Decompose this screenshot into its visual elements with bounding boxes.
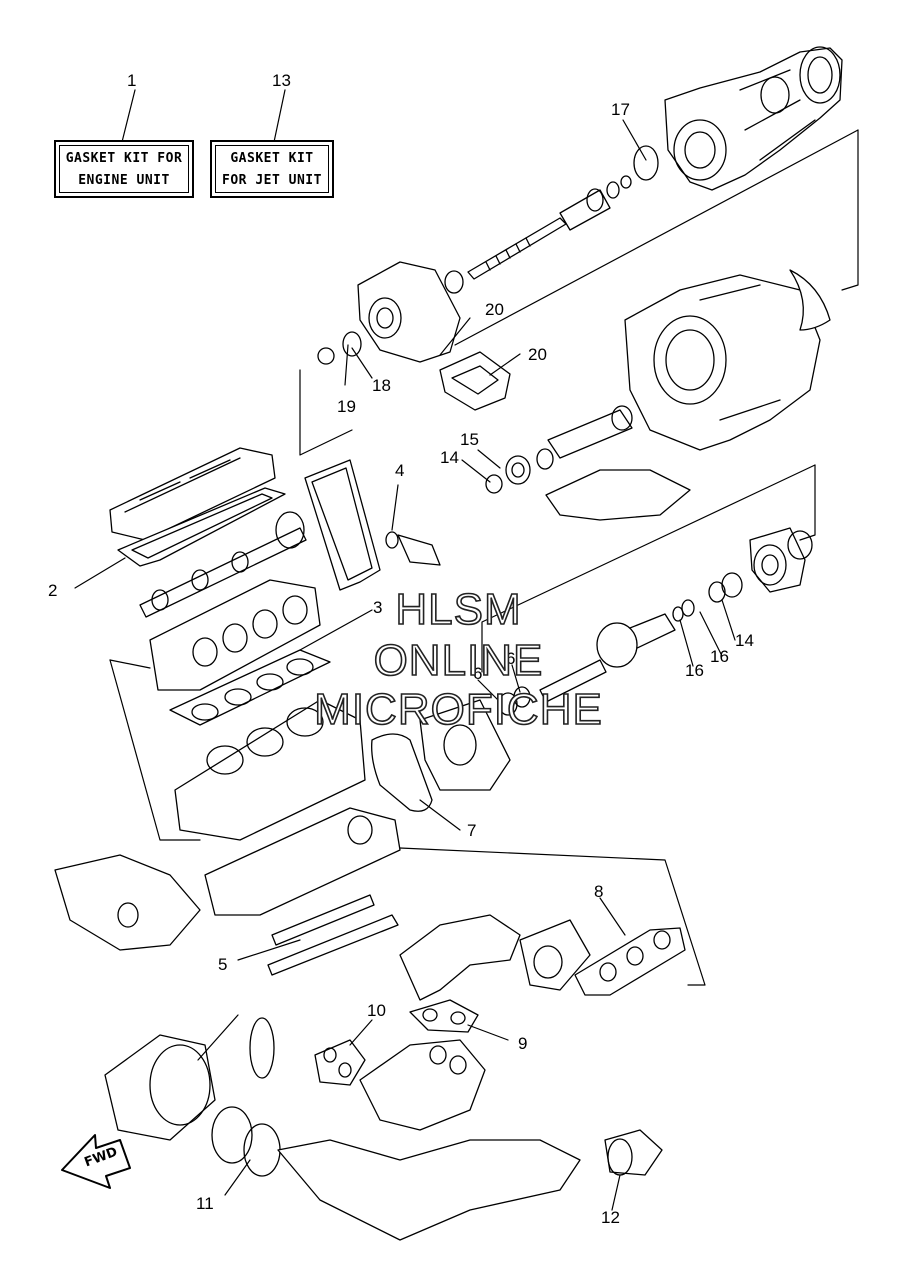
callout-6b: 6 bbox=[506, 649, 516, 668]
callout-16a: 16 bbox=[710, 647, 729, 666]
gasket-9 bbox=[409, 999, 479, 1033]
leader-lines bbox=[74, 89, 859, 1211]
valve-cover-gasket bbox=[117, 487, 286, 567]
camshaft bbox=[139, 511, 307, 618]
crankcase bbox=[204, 807, 401, 916]
callout-5: 5 bbox=[218, 955, 228, 974]
crankcase-cover bbox=[419, 699, 511, 791]
timing-chain bbox=[304, 459, 381, 591]
jet-kit-line1: GASKET KIT bbox=[230, 151, 314, 166]
callout-9: 9 bbox=[518, 1034, 528, 1053]
gasket-7 bbox=[371, 733, 433, 812]
callout-19: 19 bbox=[337, 397, 356, 416]
callout-7: 7 bbox=[467, 821, 477, 840]
side-cover bbox=[54, 854, 201, 951]
jet-pump-housing bbox=[664, 46, 843, 191]
callout-11: 11 bbox=[196, 1194, 214, 1213]
coupler-assembly bbox=[498, 527, 813, 716]
watermark-line1: HLSM bbox=[395, 585, 522, 634]
callout-14b: 14 bbox=[735, 631, 754, 650]
forward-arrow-icon bbox=[61, 1134, 131, 1189]
gasket-20 bbox=[439, 351, 511, 411]
callout-17: 17 bbox=[611, 100, 630, 119]
head-gasket bbox=[169, 649, 331, 726]
callout-3: 3 bbox=[373, 598, 383, 617]
watermark-line3: MICROFICHE bbox=[313, 685, 603, 734]
callout-4: 4 bbox=[395, 461, 405, 480]
intermediate-housing bbox=[624, 269, 831, 451]
watermark-line2: ONLINE bbox=[373, 636, 544, 685]
callout-14a: 14 bbox=[440, 448, 459, 467]
engine-kit-line1: GASKET KIT FOR bbox=[65, 151, 183, 166]
cylinder-head bbox=[149, 579, 321, 691]
exhaust-joint bbox=[359, 1039, 486, 1131]
cylinder-block bbox=[174, 699, 366, 841]
drive-shaft-collar bbox=[485, 405, 691, 521]
callout-6a: 6 bbox=[473, 664, 483, 683]
gasket-10 bbox=[314, 1039, 366, 1086]
callout-18: 18 bbox=[372, 376, 391, 395]
callout-1: 1 bbox=[127, 71, 137, 90]
exhaust-manifold bbox=[399, 914, 591, 1001]
callout-16b: 16 bbox=[685, 661, 704, 680]
bearing-housing bbox=[317, 261, 461, 365]
callout-20a: 20 bbox=[485, 300, 504, 319]
impeller-shaft bbox=[444, 175, 632, 294]
callout-15: 15 bbox=[460, 430, 479, 449]
engine-kit-line2: ENGINE UNIT bbox=[78, 173, 170, 188]
o-ring-17 bbox=[633, 145, 659, 181]
callout-2: 2 bbox=[48, 581, 58, 600]
oil-pan-gasket-5 bbox=[267, 894, 399, 976]
jet-gasket-kit-label: GASKET KIT FOR JET UNIT bbox=[210, 140, 334, 198]
valve-cover bbox=[109, 447, 276, 541]
muffler bbox=[104, 1017, 281, 1177]
callout-20b: 20 bbox=[528, 345, 547, 364]
exhaust-pipe bbox=[277, 1129, 663, 1241]
exhaust-gasket-8 bbox=[574, 927, 686, 996]
engine-gasket-kit-label: GASKET KIT FOR ENGINE UNIT bbox=[54, 140, 194, 198]
callout-12: 12 bbox=[601, 1208, 620, 1227]
tensioner-4 bbox=[385, 531, 441, 566]
callout-8: 8 bbox=[594, 882, 604, 901]
callout-13: 13 bbox=[272, 71, 291, 90]
jet-kit-line2: FOR JET UNIT bbox=[222, 173, 322, 188]
callout-10: 10 bbox=[367, 1001, 386, 1020]
